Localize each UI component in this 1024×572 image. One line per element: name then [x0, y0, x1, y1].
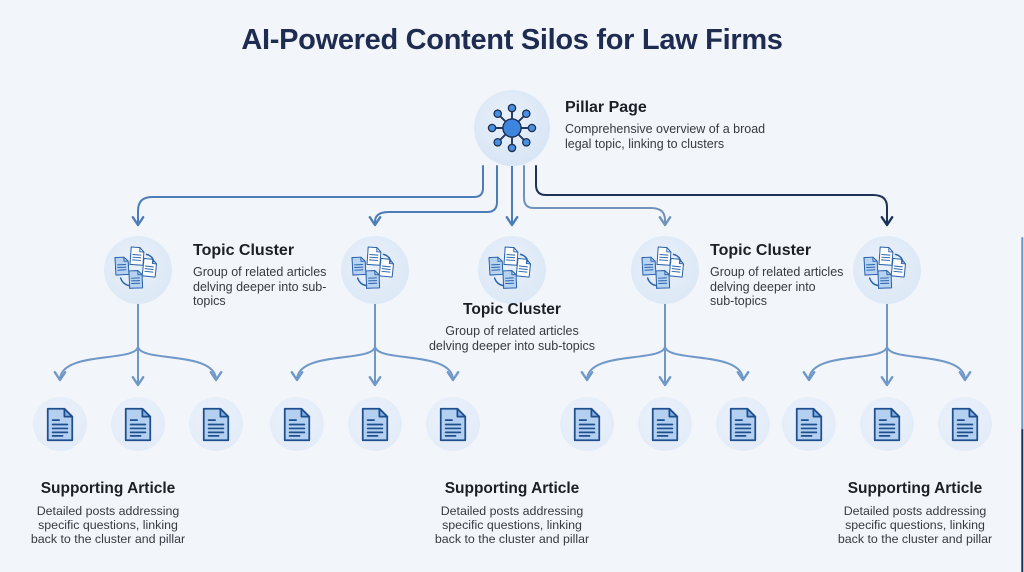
wire-cluster5-article-right — [886, 345, 972, 382]
wire-cluster2-article-left — [290, 345, 376, 382]
document-stack-icon — [113, 245, 163, 295]
topic-cluster-node-3 — [478, 236, 546, 304]
topic-cluster-text-middle: Topic Cluster Group of related articles … — [402, 301, 622, 353]
document-icon — [950, 407, 980, 442]
document-icon — [572, 407, 602, 442]
topic-cluster-node-2 — [341, 236, 409, 304]
topic-cluster-node-1 — [104, 236, 172, 304]
document-icon — [123, 407, 153, 442]
pillar-page-description: Comprehensive overview of a broad legal … — [565, 122, 766, 151]
wire-pillar-to-cluster-2 — [368, 165, 498, 227]
supporting-article-node — [782, 397, 836, 451]
supporting-article-title: Supporting Article — [444, 480, 580, 497]
supporting-article-title: Supporting Article — [40, 480, 176, 497]
wire-cluster1-article-right — [137, 345, 223, 382]
supporting-article-node — [270, 397, 324, 451]
topic-cluster-text-right: Topic Cluster Group of related articles … — [710, 242, 870, 309]
document-icon — [728, 407, 758, 442]
document-icon — [650, 407, 680, 442]
hub-network-icon — [486, 102, 538, 154]
page-title: AI-Powered Content Silos for Law Firms — [241, 24, 783, 56]
topic-cluster-node-4 — [631, 236, 699, 304]
wire-cluster1-article-left — [53, 345, 139, 382]
supporting-article-node — [189, 397, 243, 451]
wire-cluster4-article-left — [580, 345, 666, 382]
document-stack-icon — [350, 245, 400, 295]
pillar-page-text: Pillar Page Comprehensive overview of a … — [565, 99, 785, 151]
supporting-article-description: Detailed posts addressing specific quest… — [434, 504, 590, 546]
supporting-article-node — [111, 397, 165, 451]
supporting-article-description: Detailed posts addressing specific quest… — [30, 504, 186, 546]
document-stack-icon — [640, 245, 690, 295]
topic-cluster-description: Group of related articles delving deeper… — [428, 324, 596, 353]
supporting-article-text-left: Supporting Article Detailed posts addres… — [8, 480, 208, 546]
pillar-page-node — [474, 90, 550, 166]
supporting-article-node — [426, 397, 480, 451]
supporting-article-text-middle: Supporting Article Detailed posts addres… — [412, 480, 612, 546]
document-icon — [438, 407, 468, 442]
topic-cluster-title: Topic Cluster — [463, 301, 561, 318]
supporting-article-title: Supporting Article — [847, 480, 983, 497]
topic-cluster-text-left: Topic Cluster Group of related articles … — [193, 242, 353, 309]
supporting-article-node — [33, 397, 87, 451]
wire-cluster2-article-right — [374, 345, 460, 382]
topic-cluster-description: Group of related articles delving deeper… — [710, 265, 844, 308]
topic-cluster-node-5 — [853, 236, 921, 304]
pillar-page-title: Pillar Page — [565, 99, 647, 116]
wire-pillar-to-cluster-1 — [131, 165, 484, 227]
document-icon — [45, 407, 75, 442]
supporting-article-node — [638, 397, 692, 451]
supporting-article-node — [860, 397, 914, 451]
document-stack-icon — [487, 245, 537, 295]
document-icon — [360, 407, 390, 442]
document-icon — [794, 407, 824, 442]
wire-pillar-to-cluster-4 — [523, 165, 672, 227]
document-icon — [872, 407, 902, 442]
wire-cluster4-article-right — [664, 345, 750, 382]
supporting-article-node — [348, 397, 402, 451]
supporting-article-node — [716, 397, 770, 451]
wire-cluster5-article-left — [802, 345, 888, 382]
document-icon — [201, 407, 231, 442]
document-icon — [282, 407, 312, 442]
supporting-article-text-right: Supporting Article Detailed posts addres… — [815, 480, 1015, 546]
topic-cluster-title: Topic Cluster — [193, 242, 295, 259]
supporting-article-description: Detailed posts addressing specific quest… — [837, 504, 993, 546]
wire-pillar-to-cluster-5 — [535, 165, 894, 227]
topic-cluster-description: Group of related articles delving deeper… — [193, 265, 327, 308]
topic-cluster-title: Topic Cluster — [710, 242, 812, 259]
supporting-article-node — [938, 397, 992, 451]
supporting-article-node — [560, 397, 614, 451]
